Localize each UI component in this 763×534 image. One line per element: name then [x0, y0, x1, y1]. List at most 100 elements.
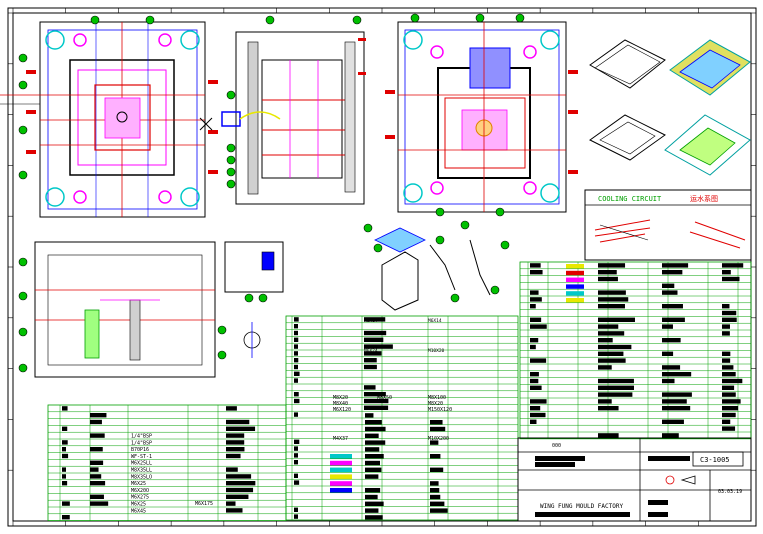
bom-mid-mat-redacted-text	[365, 467, 382, 472]
bom-right-mat-redacted-text	[662, 290, 678, 295]
bom-mid-mat-redacted-text	[365, 460, 380, 466]
spec-label: 1/4"BSP	[131, 440, 152, 446]
bom-mid-idx-redacted-text	[294, 398, 300, 404]
bom-mid-mat-redacted-text	[365, 488, 381, 493]
bom-table-middle	[285, 315, 519, 521]
bom-mid-idx-redacted-text	[294, 439, 300, 444]
material-color-swatch	[330, 467, 352, 473]
bom-left-qty-redacted-text	[62, 467, 66, 472]
bom-mid-mat-redacted-text	[365, 515, 383, 520]
bom-left-mat-redacted-text	[226, 501, 236, 506]
bom-right-name-redacted-text	[598, 385, 634, 390]
number-field: 000	[552, 443, 561, 449]
bom-left-mat-redacted-text	[226, 419, 250, 425]
bom-right-mat-redacted-text	[662, 419, 684, 424]
bom-left-qty-redacted-text	[62, 406, 68, 411]
bom-right-mat-redacted-text	[662, 338, 681, 343]
bom-right-qty-redacted-text	[530, 290, 539, 295]
bom-mid-mat2-redacted-text	[430, 467, 444, 472]
bom-mid-idx-redacted-text	[294, 507, 298, 512]
bom-mid-desc-redacted-text	[364, 344, 393, 349]
bom-left-mat-redacted-text	[226, 453, 241, 459]
bom-right-mat-redacted-text	[662, 324, 673, 329]
bom-right-mat-redacted-text	[662, 433, 679, 438]
bom-left-qty-redacted-text	[62, 515, 70, 520]
bom-left-name-redacted-text	[90, 433, 105, 438]
label-upper-2: M6X14	[428, 318, 442, 324]
bom-left-name-redacted-text	[90, 413, 107, 418]
bom-mid-idx-redacted-text	[294, 330, 298, 336]
bom-right-spec-redacted-text	[722, 304, 730, 309]
spec-label: M6X25	[131, 502, 146, 508]
bom-left-mat-redacted-text	[226, 508, 243, 513]
bom-right-spec-redacted-text	[722, 358, 731, 363]
label-m8x20b: M8X20	[428, 401, 443, 407]
bom-mid-desc-redacted-text	[364, 317, 386, 322]
bom-right-name-redacted-text	[598, 263, 626, 268]
bom-right-name-redacted-text	[598, 378, 634, 384]
bom-right-name-redacted-text	[598, 297, 629, 302]
bom-mid-idx-redacted-text	[294, 392, 299, 397]
bom-right-qty-redacted-text	[530, 263, 541, 268]
plan-view-right	[385, 13, 578, 217]
bom-right-name-redacted-text	[598, 338, 613, 343]
bom-mid-idx-redacted-text	[294, 337, 299, 342]
right-color-swatch	[566, 270, 584, 276]
bom-mid-desc-redacted-text	[364, 337, 384, 342]
bom-right-spec-redacted-text	[722, 412, 736, 418]
material-color-swatch	[330, 474, 352, 480]
bom-mid-desc-redacted-text	[364, 358, 377, 363]
material-color-swatch	[330, 481, 352, 486]
bom-left-mat-redacted-text	[226, 406, 237, 411]
bom-mid-mat-redacted-text	[365, 508, 379, 513]
isometric-views	[589, 39, 751, 176]
bom-right-spec-redacted-text	[722, 426, 736, 431]
cooling-circuit-panel: COOLING CIRCUIT 运水系图	[584, 189, 752, 261]
bom-right-qty-redacted-text	[530, 317, 542, 322]
label-m8x20: M8X20	[333, 395, 348, 401]
spec-label: M8X35LO	[131, 474, 152, 480]
mid-table-labels: M8X20 M8X40 M6X120 M8X50 M8X100 M8X20 M1…	[195, 318, 452, 507]
bom-right-qty-redacted-text	[530, 406, 541, 411]
bom-left-mat-redacted-text	[226, 487, 254, 493]
bom-mid-idx-redacted-text	[294, 480, 300, 485]
bom-mid-mat-redacted-text	[365, 474, 379, 479]
cooling-title-cn: 运水系图	[690, 194, 718, 203]
bom-mid-mat2-redacted-text	[430, 454, 441, 459]
bom-right-spec-redacted-text	[722, 276, 740, 282]
bom-mid-idx-redacted-text	[294, 317, 299, 322]
bom-mid-mat2-redacted-text	[430, 420, 443, 425]
bom-left-name-redacted-text	[90, 501, 109, 506]
detail-parts	[224, 220, 510, 358]
bom-left-qty-redacted-text	[62, 447, 66, 452]
bom-mid-idx-redacted-text	[294, 412, 298, 417]
bom-right-mat-redacted-text	[662, 392, 692, 397]
bom-right-spec-redacted-text	[722, 365, 734, 370]
side-section-view	[221, 15, 366, 205]
bom-left-name-redacted-text	[90, 467, 99, 472]
bom-left-mat-redacted-text	[226, 467, 238, 472]
bom-right-mat-redacted-text	[662, 406, 691, 411]
bom-mid-mat-redacted-text	[365, 440, 386, 445]
label-m8x40: M8X40	[333, 401, 348, 407]
bom-right-mat-redacted-text	[662, 263, 689, 268]
bom-mid-mat2-redacted-text	[430, 426, 446, 432]
material-color-swatch	[330, 488, 352, 493]
bom-mid-idx-redacted-text	[294, 514, 298, 519]
drawing-number: C3-1005	[700, 456, 730, 464]
bom-right-spec-redacted-text	[722, 419, 731, 424]
bom-right-name-redacted-text	[598, 290, 626, 295]
bom-table-right	[519, 261, 752, 440]
bom-right-name-redacted-text	[598, 358, 626, 363]
bom-right-mat-redacted-text	[662, 317, 685, 322]
bom-right-name-redacted-text	[598, 304, 625, 309]
bom-mid-mat2-redacted-text	[430, 488, 440, 493]
bom-mid-idx-redacted-text	[294, 371, 300, 376]
bom-mid-desc-redacted-text	[364, 385, 376, 390]
label-upper-4: M10X20	[428, 348, 445, 354]
bom-right-name-redacted-text	[598, 270, 617, 275]
bom-right-spec-redacted-text	[722, 378, 743, 384]
bom-right-spec-redacted-text	[722, 351, 731, 356]
bom-mid-mat-redacted-text	[365, 426, 386, 432]
